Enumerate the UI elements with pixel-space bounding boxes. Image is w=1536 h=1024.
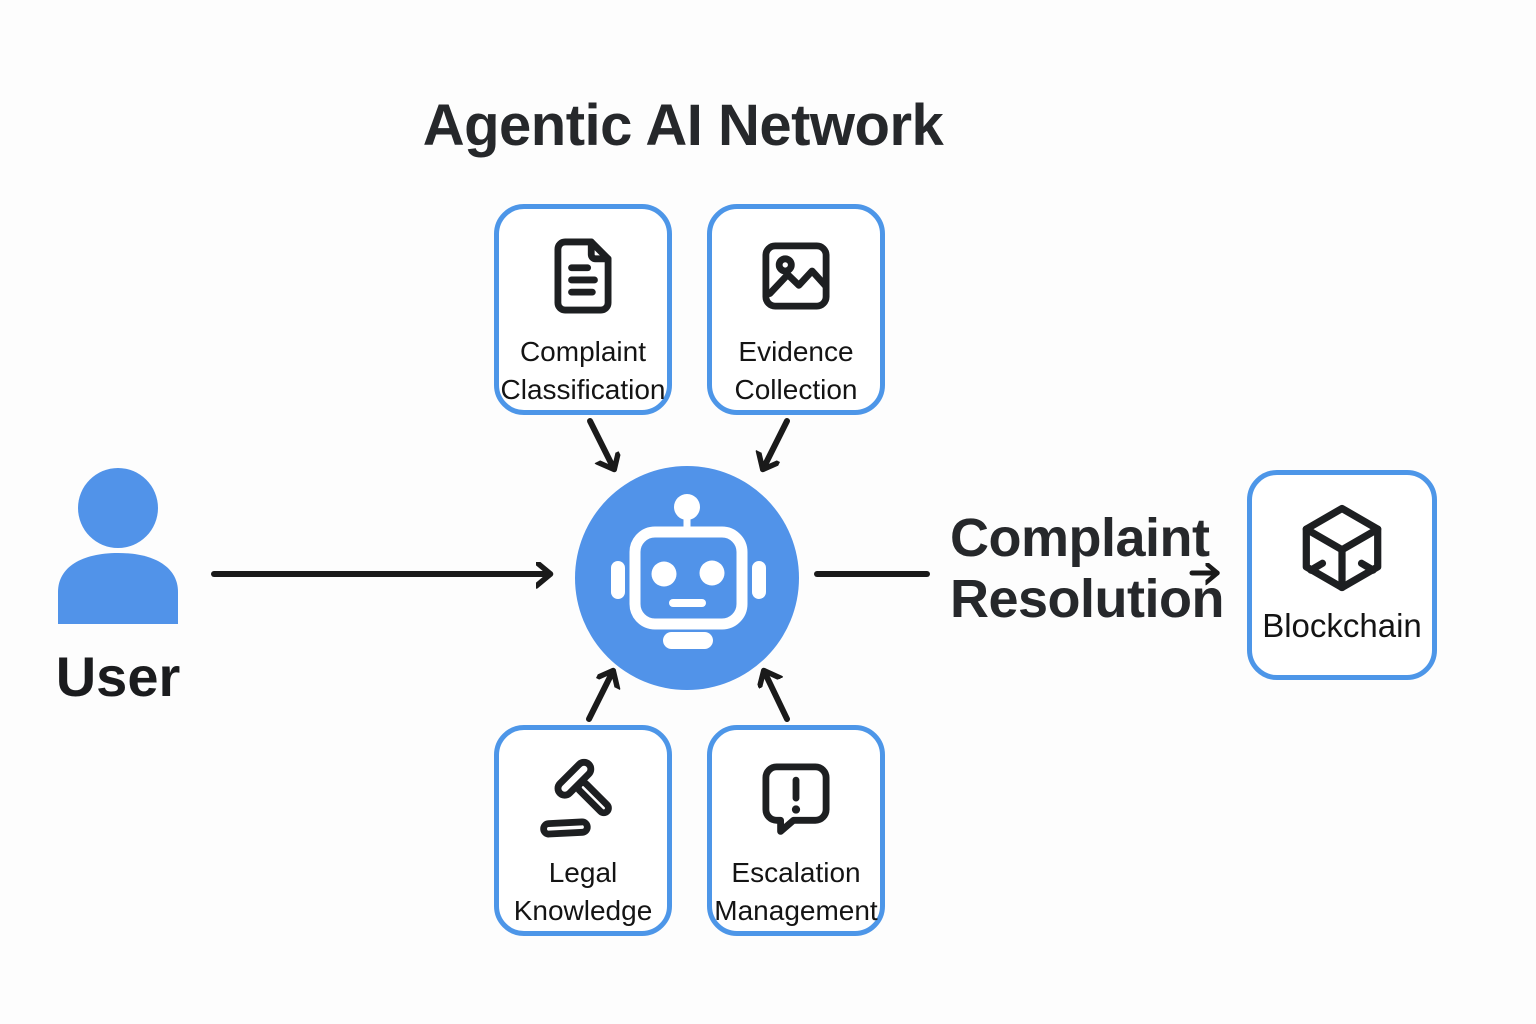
node-label: Escalation Management	[714, 857, 878, 926]
image-icon	[762, 242, 830, 310]
document-icon	[554, 238, 612, 314]
user-label: User	[55, 645, 181, 708]
node-legal-knowledge: Legal Knowledge	[494, 725, 672, 936]
node-label: Complaint Classification	[500, 336, 666, 405]
classification-to-agent-arrow	[587, 418, 614, 469]
node-escalation-management: Escalation Management	[707, 725, 885, 936]
node-label: Legal Knowledge	[513, 857, 653, 926]
agent-core-node	[575, 466, 799, 690]
node-label: Blockchain	[1262, 607, 1422, 644]
alert-bubble-icon	[762, 763, 830, 835]
node-blockchain: Blockchain	[1247, 470, 1437, 680]
complaint-resolution-label: Complaint Resolution	[950, 508, 1225, 629]
diagram-title: Agentic AI Network	[422, 93, 944, 158]
node-label: Evidence Collection	[734, 336, 858, 405]
gavel-icon	[540, 758, 612, 838]
robot-icon	[575, 466, 799, 690]
node-complaint-classification: Complaint Classification	[494, 204, 672, 415]
node-evidence-collection: Evidence Collection	[707, 204, 885, 415]
person-icon	[58, 468, 178, 624]
user-figure	[54, 466, 182, 624]
evidence-to-agent-arrow	[763, 418, 790, 469]
cube-icon	[1302, 504, 1382, 592]
